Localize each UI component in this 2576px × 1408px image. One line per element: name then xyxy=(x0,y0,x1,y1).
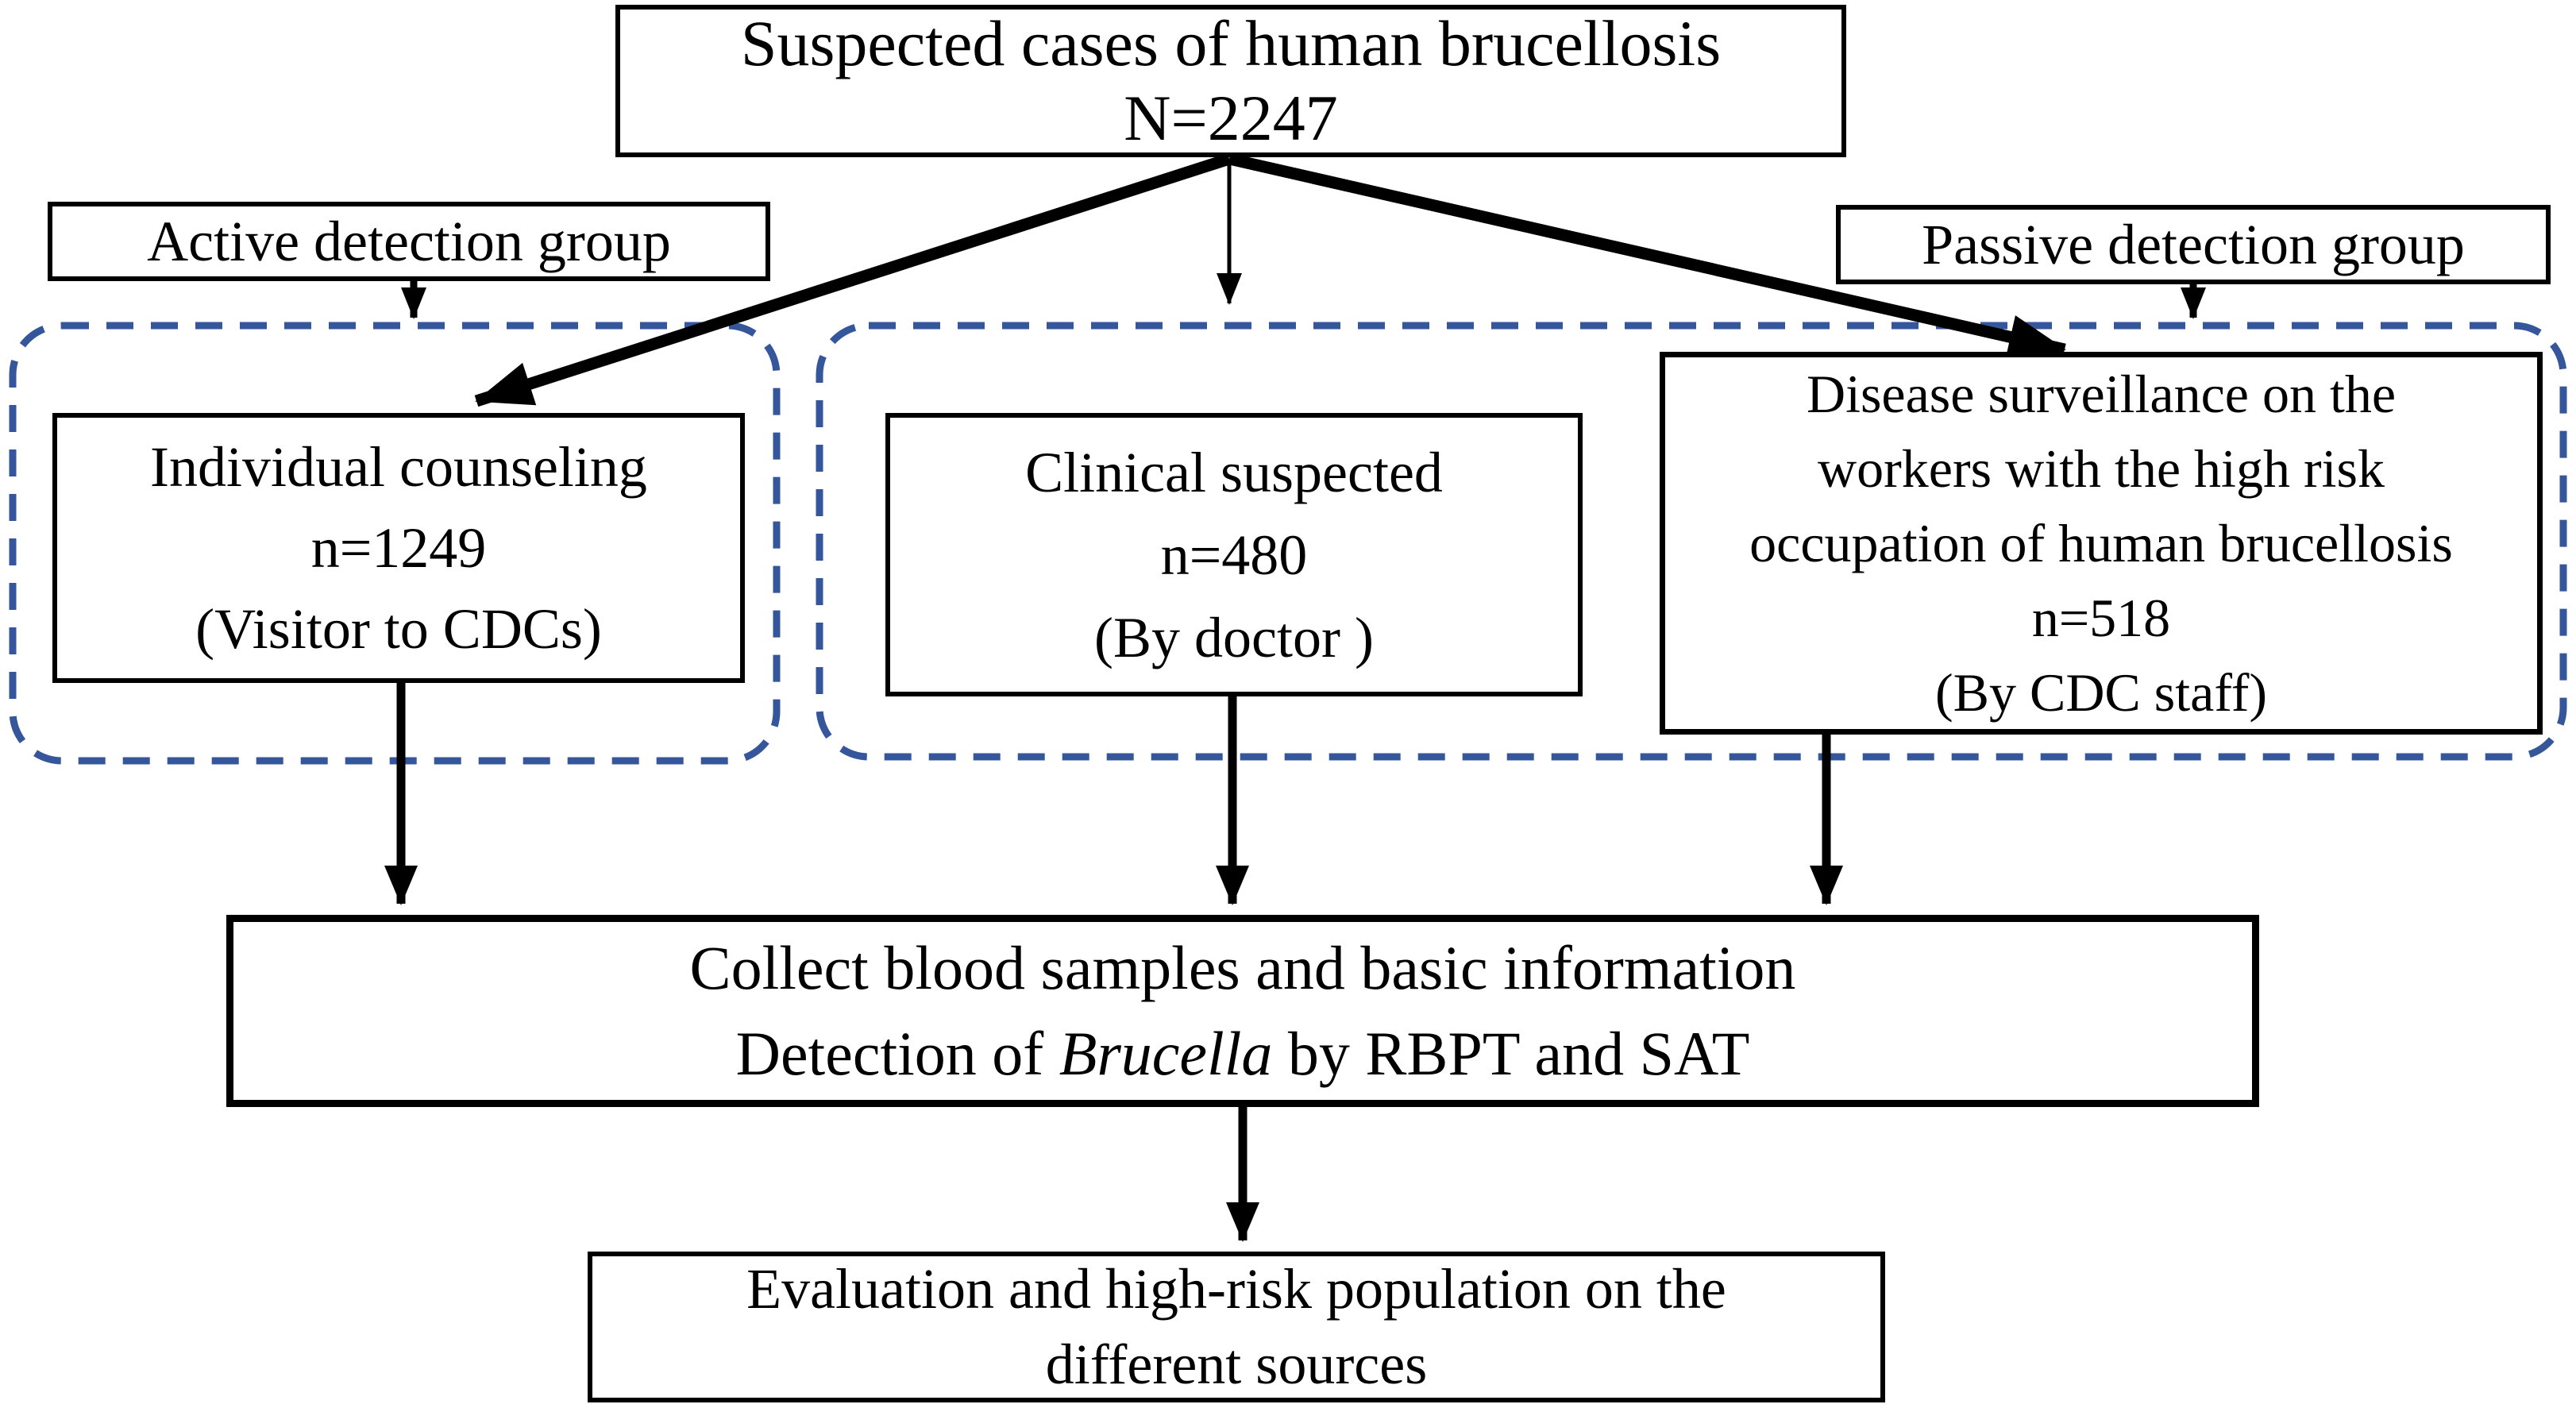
node-evaluation: Evaluation and high-risk population on t… xyxy=(588,1252,1885,1402)
individual-count: n=1249 xyxy=(310,516,487,580)
collect-line-2-species-italic: Brucella xyxy=(1059,1019,1273,1088)
node-individual-counseling: Individual counseling n=1249 (Visitor to… xyxy=(52,413,745,683)
evaluation-line-1: Evaluation and high-risk population on t… xyxy=(746,1257,1726,1321)
node-passive-detection-group: Passive detection group xyxy=(1836,205,2551,284)
individual-source-note: (Visitor to CDCs) xyxy=(195,597,602,661)
node-disease-surveillance: Disease surveillance on the workers with… xyxy=(1660,352,2543,735)
collect-line-2-prefix: Detection of xyxy=(735,1019,1059,1088)
node-collect-samples: Collect blood samples and basic informat… xyxy=(226,915,2259,1107)
node-clinical-suspected: Clinical suspected n=480 (By doctor ) xyxy=(885,413,1583,696)
active-group-label: Active detection group xyxy=(147,210,671,273)
disease-line-1: Disease surveillance on the xyxy=(1806,364,2397,424)
disease-line-2: workers with the high risk xyxy=(1818,438,2385,499)
disease-source-note: (By CDC staff) xyxy=(1934,662,2268,723)
node-active-detection-group: Active detection group xyxy=(48,202,770,281)
passive-group-label: Passive detection group xyxy=(1922,213,2465,276)
clinical-count: n=480 xyxy=(1160,523,1308,587)
evaluation-line-2: different sources xyxy=(1045,1333,1428,1396)
suspected-line-1: Suspected cases of human brucellosis xyxy=(740,7,1722,79)
node-suspected-cases: Suspected cases of human brucellosis N=2… xyxy=(615,5,1846,157)
disease-count: n=518 xyxy=(2031,588,2171,648)
suspected-total-count: N=2247 xyxy=(1124,82,1338,154)
collect-line-1: Collect blood samples and basic informat… xyxy=(689,933,1796,1002)
collect-line-2-suffix: by RBPT and SAT xyxy=(1272,1019,1750,1088)
individual-line-1: Individual counseling xyxy=(150,435,647,499)
clinical-source-note: (By doctor ) xyxy=(1094,605,1374,669)
collect-line-2: Detection of Brucella by RBPT and SAT xyxy=(736,1011,1750,1097)
clinical-line-1: Clinical suspected xyxy=(1025,440,1443,504)
disease-line-3: occupation of human brucellosis xyxy=(1749,513,2453,573)
